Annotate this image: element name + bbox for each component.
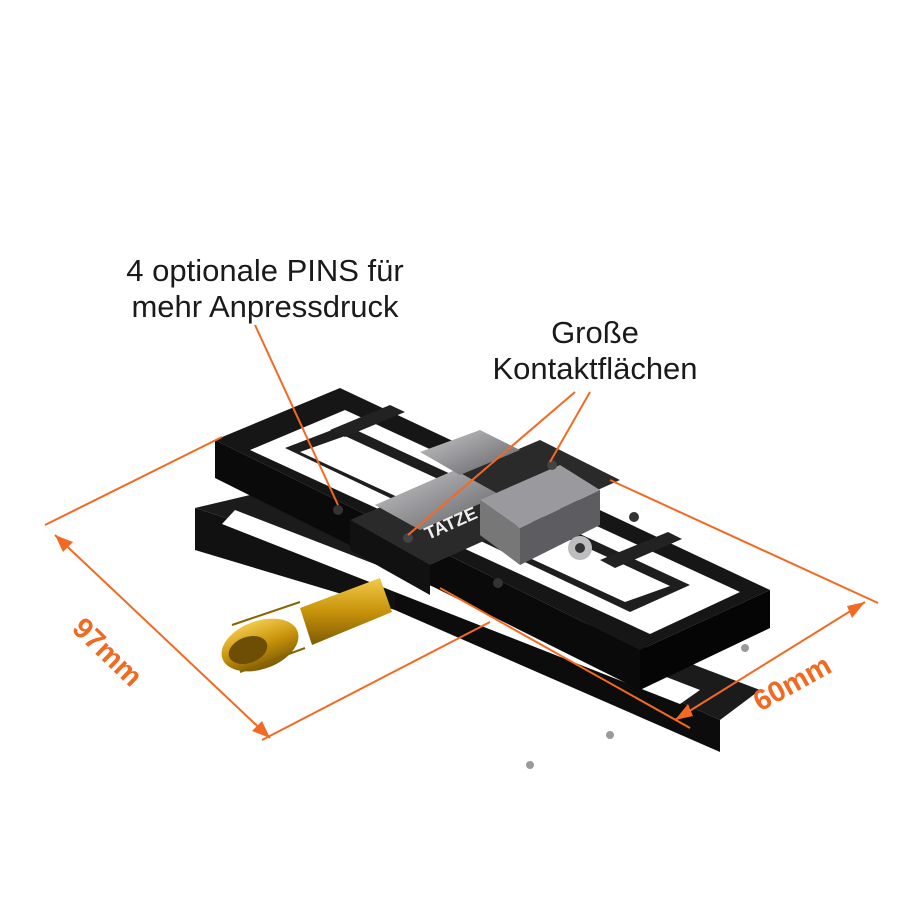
callout-leaders: [254, 324, 591, 536]
callout-pins: 4 optionale PINS für mehr Anpressdruck: [100, 253, 430, 325]
dimension-length: [44, 436, 491, 741]
pins-leader-line: [254, 324, 339, 506]
clip-mechanism: TATZE: [350, 430, 620, 595]
pedal-axle: [221, 578, 392, 673]
callout-pins-line2: mehr Anpressdruck: [131, 289, 399, 324]
callout-pins-line1: 4 optionale PINS für: [126, 253, 404, 288]
dimension-width: [439, 479, 879, 729]
pedal-pins: [333, 460, 749, 769]
callout-contact-line1: Große: [551, 315, 639, 350]
contact-leader-line-1: [407, 391, 576, 536]
callout-contact-line2: Kontaktflächen: [492, 351, 698, 386]
contact-leader-line-2: [549, 391, 591, 463]
callout-contact: Große Kontaktflächen: [460, 315, 730, 387]
